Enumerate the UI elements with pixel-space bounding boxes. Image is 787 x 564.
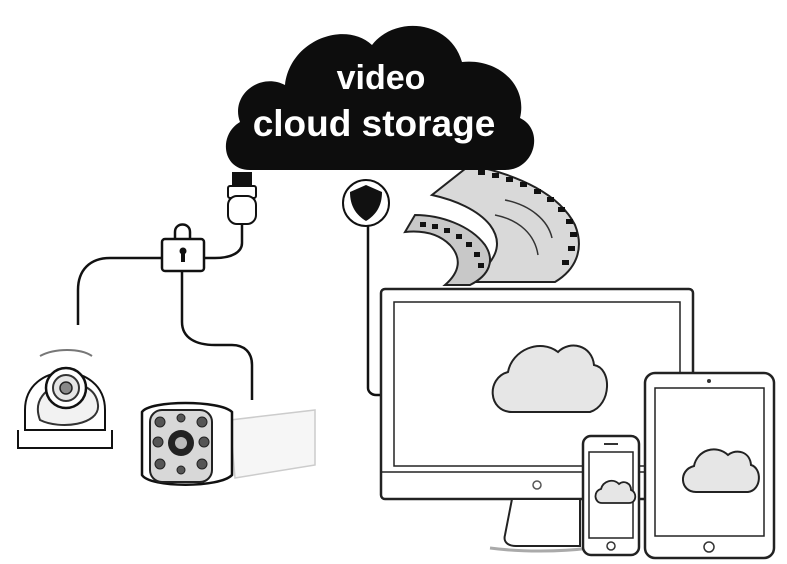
camera-cables [76, 224, 254, 400]
shield-connector [366, 226, 490, 397]
dome-camera-icon [17, 349, 113, 449]
bullet-camera-icon [140, 401, 316, 486]
tablet-icon [643, 371, 776, 560]
shield-icon [342, 179, 390, 227]
usb-plug-icon [227, 172, 257, 225]
cloud-icon [225, 25, 535, 170]
monitor-cloud-icon [491, 344, 608, 413]
cloud-title-line1: video [337, 59, 426, 97]
cloud-title-line2: cloud storage [253, 103, 496, 144]
main-cloud: video cloud storage [225, 25, 535, 170]
film-strip-icon [403, 163, 580, 286]
film-strip-sprockets [420, 170, 577, 268]
phone-icon [581, 434, 641, 557]
phone-cloud-icon [594, 479, 637, 504]
tablet-cloud-icon [682, 448, 760, 493]
padlock-icon [160, 223, 206, 273]
